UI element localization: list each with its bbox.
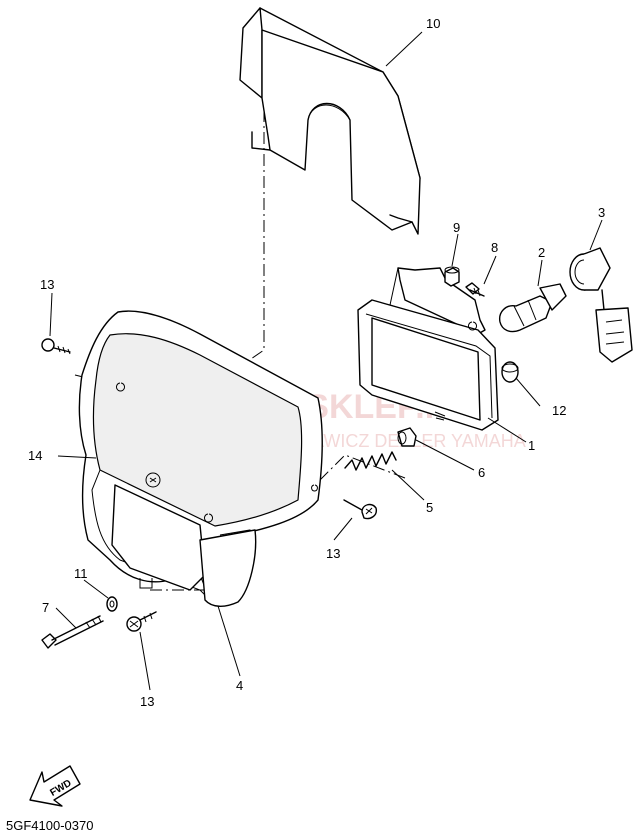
callout-13-top: 13 xyxy=(40,277,54,292)
callout-3: 3 xyxy=(598,205,605,220)
part-10-bracket-cover xyxy=(239,7,421,235)
part-13-screw-top xyxy=(41,338,71,355)
part-11-washer xyxy=(106,596,118,612)
callout-numbers: 10 9 8 2 3 13 14 12 1 6 5 13 11 7 4 13 xyxy=(28,16,605,709)
part-8-screw xyxy=(465,282,485,297)
part-1-headlight-unit xyxy=(357,267,499,431)
callout-9: 9 xyxy=(453,220,460,235)
callout-6: 6 xyxy=(478,465,485,480)
part-7-bolt xyxy=(41,615,104,649)
callout-10: 10 xyxy=(426,16,440,31)
part-14-headlight-housing xyxy=(78,310,323,607)
leader-lines xyxy=(49,31,603,691)
part-13-screw-bottom xyxy=(126,611,157,632)
part-6-collar xyxy=(397,427,417,447)
callout-4: 4 xyxy=(236,678,243,693)
part-5-spring xyxy=(344,451,397,471)
fwd-arrow-icon: FWD xyxy=(29,765,81,807)
callout-5: 5 xyxy=(426,500,433,515)
part-9-spacer xyxy=(444,266,460,287)
diagram-code: 5GF4100-0370 xyxy=(6,818,93,833)
part-12-grommet xyxy=(501,361,519,383)
callout-14: 14 xyxy=(28,448,42,463)
callout-13-bottom: 13 xyxy=(140,694,154,709)
callout-7: 7 xyxy=(42,600,49,615)
callout-8: 8 xyxy=(491,240,498,255)
part-13-screw-right xyxy=(343,499,378,520)
part-2-bulb xyxy=(499,283,567,333)
part-3-bulb-socket xyxy=(569,247,633,363)
callout-12: 12 xyxy=(552,403,566,418)
callout-13-right: 13 xyxy=(326,546,340,561)
callout-11: 11 xyxy=(74,566,88,581)
callout-1: 1 xyxy=(528,438,535,453)
callout-2: 2 xyxy=(538,245,545,260)
